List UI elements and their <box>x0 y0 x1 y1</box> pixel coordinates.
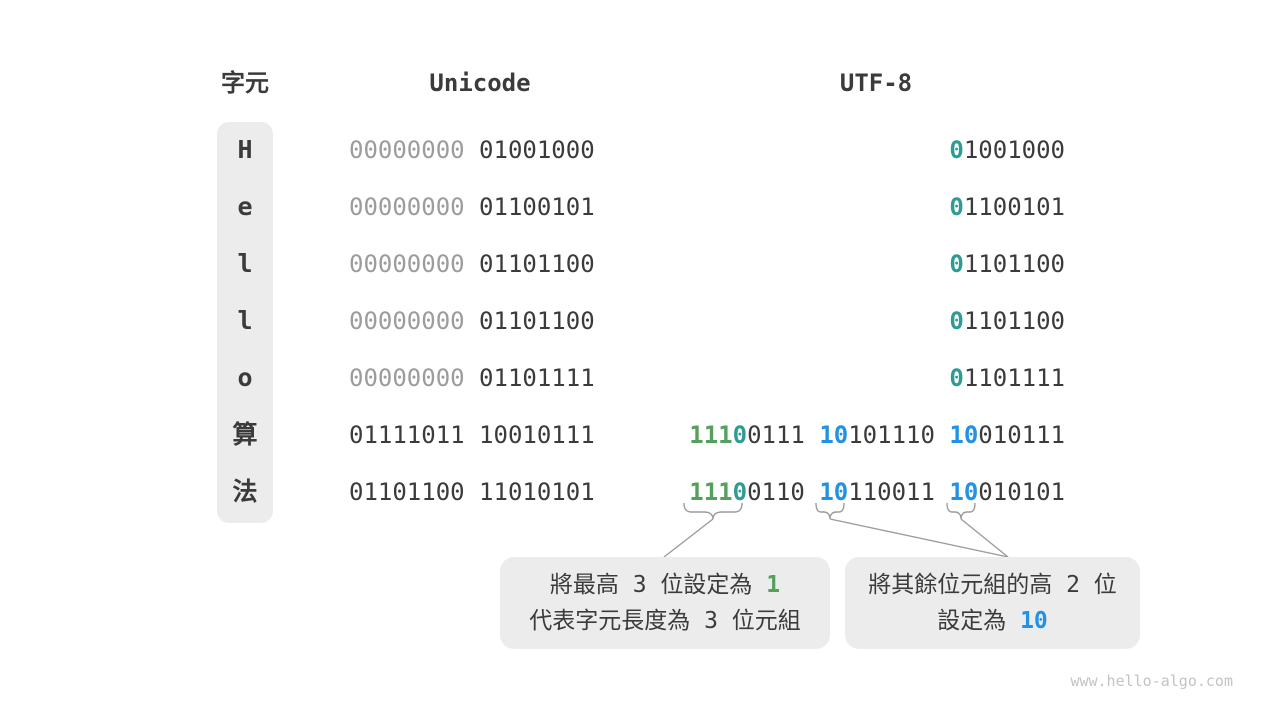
bit-segment: 010101 <box>978 478 1065 506</box>
bit-segment: 代表字元長度為 3 位元組 <box>529 608 801 634</box>
bit-segment: 110011 <box>848 478 950 506</box>
bit-segment: 將其餘位元組的高 2 位 <box>868 572 1117 598</box>
bit-segment: 1101111 <box>963 364 1065 392</box>
bit-segment: 1100101 <box>963 193 1065 221</box>
callout-continuation-bits-line1: 將其餘位元組的高 2 位 <box>868 570 1117 600</box>
bit-segment: 01111011 10010111 <box>349 421 595 449</box>
bit-segment: 0 <box>949 307 964 335</box>
bit-segment: 010111 <box>978 421 1065 449</box>
bit-segment: 將最高 3 位設定為 <box>549 572 767 598</box>
bit-segment: 00000000 <box>349 307 465 335</box>
column-header-character: 字元 <box>221 69 269 97</box>
bit-segment: 0 <box>949 136 964 164</box>
utf8-binary-cell: 01101111 <box>500 360 1065 396</box>
bit-segment: 01001000 <box>464 136 595 164</box>
bit-segment: 111 <box>689 478 733 506</box>
watermark: www.hello-algo.com <box>1070 672 1233 690</box>
bit-segment: 10 <box>949 421 979 449</box>
bit-segment: 0 <box>732 421 748 449</box>
utf8-binary-cell: 11100110 10110011 10010101 <box>500 474 1065 510</box>
bit-segment: 01100101 <box>464 193 595 221</box>
utf8-binary-cell: 11100111 10101110 10010111 <box>500 417 1065 453</box>
character-cell: l <box>237 249 253 278</box>
bit-segment: 01101100 <box>464 307 595 335</box>
callout-high-bits-line2: 代表字元長度為 3 位元組 <box>529 606 801 636</box>
column-header-unicode: Unicode <box>429 69 531 97</box>
character-cell: 算 <box>232 420 258 449</box>
unicode-binary-cell: 00000000 01101100 <box>349 246 595 282</box>
callout-high-bits: 將最高 3 位設定為 1 代表字元長度為 3 位元組 <box>500 557 830 649</box>
character-column-background <box>217 122 273 523</box>
bit-segment: 0 <box>949 364 964 392</box>
bit-segment: 10 <box>819 478 849 506</box>
unicode-binary-cell: 01111011 10010111 <box>349 417 595 453</box>
character-cell: o <box>237 363 253 392</box>
bit-segment: 設定為 <box>937 608 1021 634</box>
bit-segment: 01101111 <box>464 364 595 392</box>
unicode-binary-cell: 00000000 01001000 <box>349 132 595 168</box>
column-header-utf8: UTF-8 <box>839 69 913 97</box>
bit-segment: 0 <box>732 478 748 506</box>
unicode-binary-cell: 00000000 01101100 <box>349 303 595 339</box>
bit-segment: 00000000 <box>349 136 465 164</box>
character-cell: l <box>237 306 253 335</box>
bit-segment: 1101100 <box>963 307 1065 335</box>
connector-line-right-callout-2 <box>960 518 1009 558</box>
connector-line-right-callout-1 <box>829 518 1009 558</box>
bit-segment: 01101100 <box>464 250 595 278</box>
bit-segment: 1001000 <box>963 136 1065 164</box>
utf8-binary-cell: 01101100 <box>500 303 1065 339</box>
unicode-binary-cell: 00000000 01100101 <box>349 189 595 225</box>
bit-segment: 01101100 11010101 <box>349 478 595 506</box>
bit-segment: 0 <box>949 250 964 278</box>
character-cell: e <box>237 192 253 221</box>
bit-segment: 00000000 <box>349 364 465 392</box>
bit-segment: 0110 <box>747 478 820 506</box>
bit-segment: 101110 <box>848 421 950 449</box>
character-cell: 法 <box>232 477 258 506</box>
unicode-binary-cell: 00000000 01101111 <box>349 360 595 396</box>
bit-segment: 10 <box>819 421 849 449</box>
connector-line-left-callout <box>663 518 714 558</box>
utf8-binary-cell: 01100101 <box>500 189 1065 225</box>
bit-segment: 1 <box>766 572 781 598</box>
callout-continuation-bits: 將其餘位元組的高 2 位 設定為 10 <box>845 557 1140 649</box>
bit-segment: 111 <box>689 421 733 449</box>
bit-segment: 10 <box>1020 608 1048 634</box>
bit-segment: 00000000 <box>349 250 465 278</box>
bit-segment: 1101100 <box>963 250 1065 278</box>
bit-segment: 0111 <box>747 421 820 449</box>
character-cell: H <box>237 135 253 164</box>
callout-high-bits-line1: 將最高 3 位設定為 1 <box>550 570 780 600</box>
utf8-binary-cell: 01001000 <box>500 132 1065 168</box>
callout-continuation-bits-line2: 設定為 10 <box>937 606 1048 636</box>
bit-segment: 10 <box>949 478 979 506</box>
bit-segment: 00000000 <box>349 193 465 221</box>
unicode-binary-cell: 01101100 11010101 <box>349 474 595 510</box>
utf8-binary-cell: 01101100 <box>500 246 1065 282</box>
bit-segment: 0 <box>949 193 964 221</box>
